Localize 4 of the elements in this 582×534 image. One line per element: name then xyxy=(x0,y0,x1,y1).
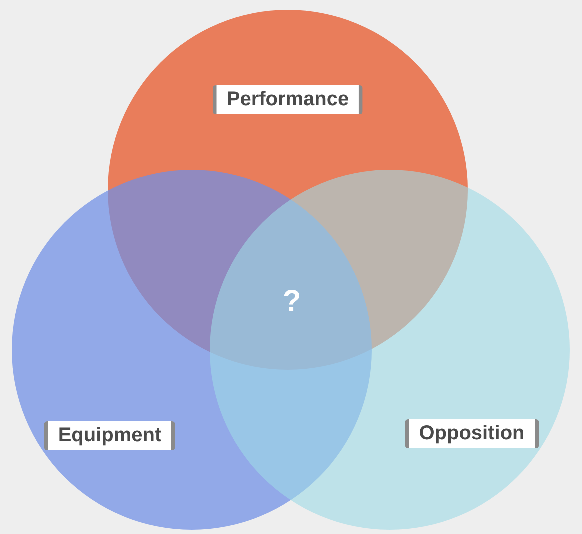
circle-label: Equipment xyxy=(44,422,176,450)
circle-label: Performance xyxy=(212,86,364,114)
overlap-label: ? xyxy=(282,285,302,319)
circle-label: Opposition xyxy=(405,420,539,448)
